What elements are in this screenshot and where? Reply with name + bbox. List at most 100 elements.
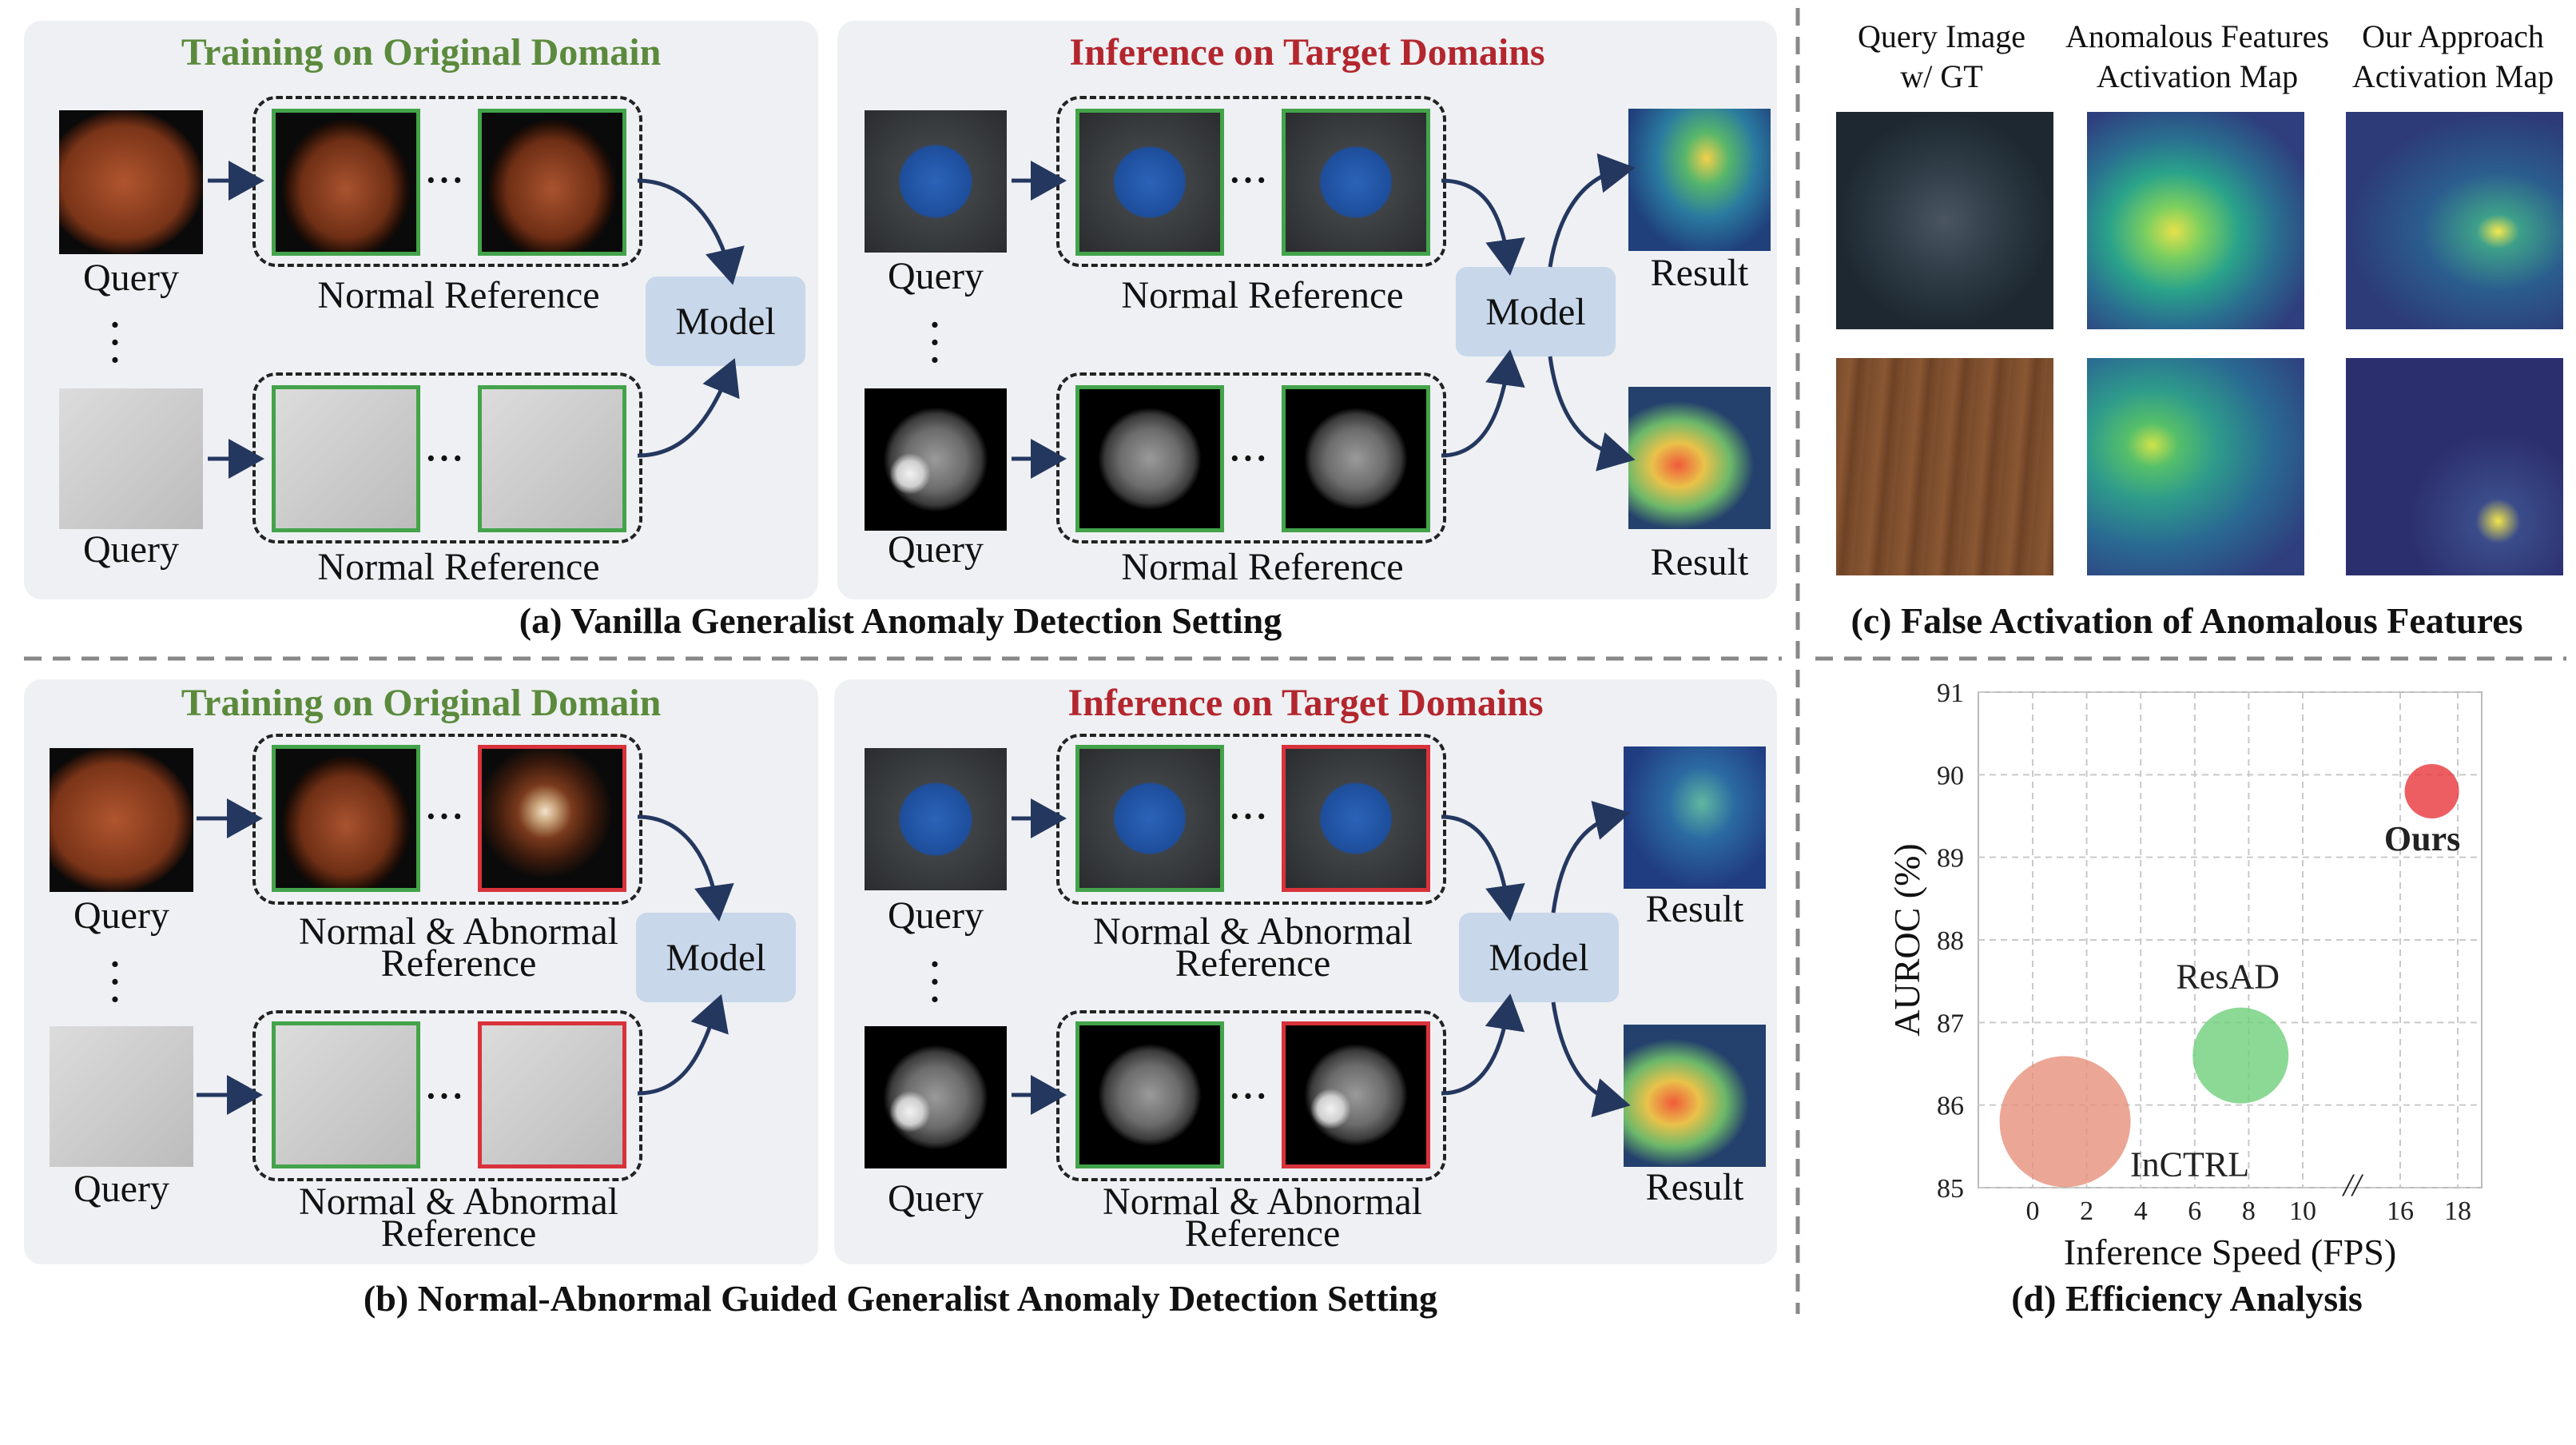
normal-reference-image (272, 385, 420, 532)
reference-label: Normal Reference (317, 546, 600, 588)
reference-label: Normal & Abnormal (1093, 910, 1413, 953)
result-heatmap-pcb (1628, 109, 1771, 251)
column-header: w/ GT (1900, 58, 1983, 94)
result-heatmap-pcb (1624, 746, 1766, 889)
horizontal-ellipsis: ··· (425, 797, 466, 836)
y-tick-label: 90 (1937, 761, 1964, 790)
query-image-hazelnut (50, 748, 193, 892)
query-label: Query (83, 528, 179, 571)
normal-reference-image (478, 385, 626, 532)
arrow-icon (637, 993, 729, 1096)
point-label: InCTRL (2130, 1144, 2249, 1184)
x-tick-label: 6 (2188, 1196, 2201, 1226)
query-label: Query (74, 1168, 169, 1210)
caption-d: (d) Efficiency Analysis (2011, 1278, 2363, 1319)
caption-a: (a) Vanilla Generalist Anomaly Detection… (519, 600, 1282, 641)
horizontal-ellipsis: ··· (425, 161, 466, 200)
x-tick-label: 18 (2444, 1196, 2471, 1226)
caption-c: (c) False Activation of Anomalous Featur… (1851, 600, 2523, 641)
our-activation-map (2346, 112, 2563, 329)
x-tick-label: 16 (2387, 1196, 2414, 1226)
reference-label: Reference (1184, 1212, 1341, 1255)
model-box: Model (636, 913, 796, 1002)
abnormal-reference-image (1282, 1021, 1430, 1168)
query-label: Query (888, 255, 984, 297)
model-box: Model (646, 277, 805, 366)
x-tick-label: 2 (2080, 1196, 2093, 1226)
vertical-ellipsis: ··· (109, 945, 121, 1019)
abnormal-reference-image (478, 745, 626, 892)
training-title-bottom: Training on Original Domain (181, 682, 662, 724)
our-activation-map (2346, 358, 2563, 575)
point-label: Ours (2384, 819, 2460, 858)
x-tick-label: 0 (2026, 1196, 2040, 1226)
result-label: Result (1645, 888, 1744, 930)
abnormal-reference-image (478, 1021, 626, 1168)
vertical-ellipsis: ··· (109, 305, 121, 380)
query-image-pcb (865, 110, 1007, 253)
anomalous-activation-map (2087, 112, 2304, 329)
point-resad (2192, 1007, 2289, 1104)
inference-title-bottom: Inference on Target Domains (1067, 682, 1544, 724)
result-label: Result (1650, 252, 1749, 294)
horizontal-ellipsis: ··· (1229, 797, 1270, 836)
normal-reference-image (1075, 109, 1224, 256)
normal-reference-image (272, 745, 420, 892)
reference-label: Normal Reference (317, 274, 600, 316)
normal-reference-image (272, 109, 420, 256)
y-tick-label: 91 (1937, 679, 1964, 708)
anomalous-activation-map (2087, 358, 2304, 575)
column-header: Query Image (1858, 18, 2025, 54)
reference-label: Normal & Abnormal (299, 910, 618, 953)
reference-label: Normal Reference (1121, 274, 1404, 316)
reference-label: Reference (380, 1212, 537, 1255)
horizontal-ellipsis: ··· (1229, 161, 1270, 200)
point-label: ResAD (2176, 957, 2280, 997)
normal-reference-image (1075, 1021, 1224, 1168)
reference-label: Reference (1175, 942, 1331, 985)
abnormal-reference-image (1282, 745, 1430, 892)
query-image-hazelnut (59, 110, 203, 254)
query-label: Query (83, 257, 179, 299)
arrow-icon (1441, 993, 1525, 1096)
arrow-icon (1548, 153, 1636, 268)
point-inctrl (1999, 1056, 2131, 1188)
model-box: Model (1456, 267, 1616, 356)
x-tick-label: 4 (2134, 1196, 2148, 1226)
inference-title-top: Inference on Target Domains (1069, 31, 1545, 74)
arrow-icon (1551, 1001, 1631, 1118)
y-tick-label: 86 (1937, 1092, 1964, 1121)
normal-reference-image (1282, 109, 1430, 256)
result-heatmap-brain (1624, 1025, 1766, 1167)
arrow-icon (1551, 800, 1631, 914)
column-header: Anomalous Features (2065, 18, 2329, 54)
query-label: Query (888, 1177, 984, 1220)
query-image-cable (1836, 112, 2053, 329)
reference-label: Normal Reference (1121, 546, 1404, 588)
axis-break: // (2342, 1167, 2364, 1203)
arrow-icon (1441, 349, 1525, 458)
horizontal-ellipsis: ··· (425, 439, 466, 478)
query-image-brain (865, 1026, 1007, 1168)
arrow-icon (1441, 178, 1525, 276)
caption-b: (b) Normal-Abnormal Guided Generalist An… (363, 1278, 1438, 1319)
normal-reference-image (1282, 385, 1430, 532)
query-label: Query (888, 528, 984, 571)
normal-reference-image (1075, 745, 1224, 892)
column-header: Activation Map (2096, 58, 2299, 94)
result-label: Result (1645, 1166, 1744, 1208)
model-box: Model (1459, 913, 1619, 1002)
query-image-screw (50, 1026, 193, 1167)
arrow-icon (637, 358, 740, 458)
point-ours (2404, 764, 2459, 818)
column-header: Activation Map (2351, 58, 2554, 94)
vertical-ellipsis: ··· (928, 945, 941, 1019)
x-axis-label: Inference Speed (FPS) (2064, 1232, 2396, 1272)
result-label: Result (1650, 541, 1749, 583)
normal-reference-image (272, 1021, 420, 1168)
reference-label: Reference (380, 942, 537, 985)
arrow-icon (637, 814, 734, 922)
reference-label: Normal & Abnormal (299, 1180, 618, 1223)
